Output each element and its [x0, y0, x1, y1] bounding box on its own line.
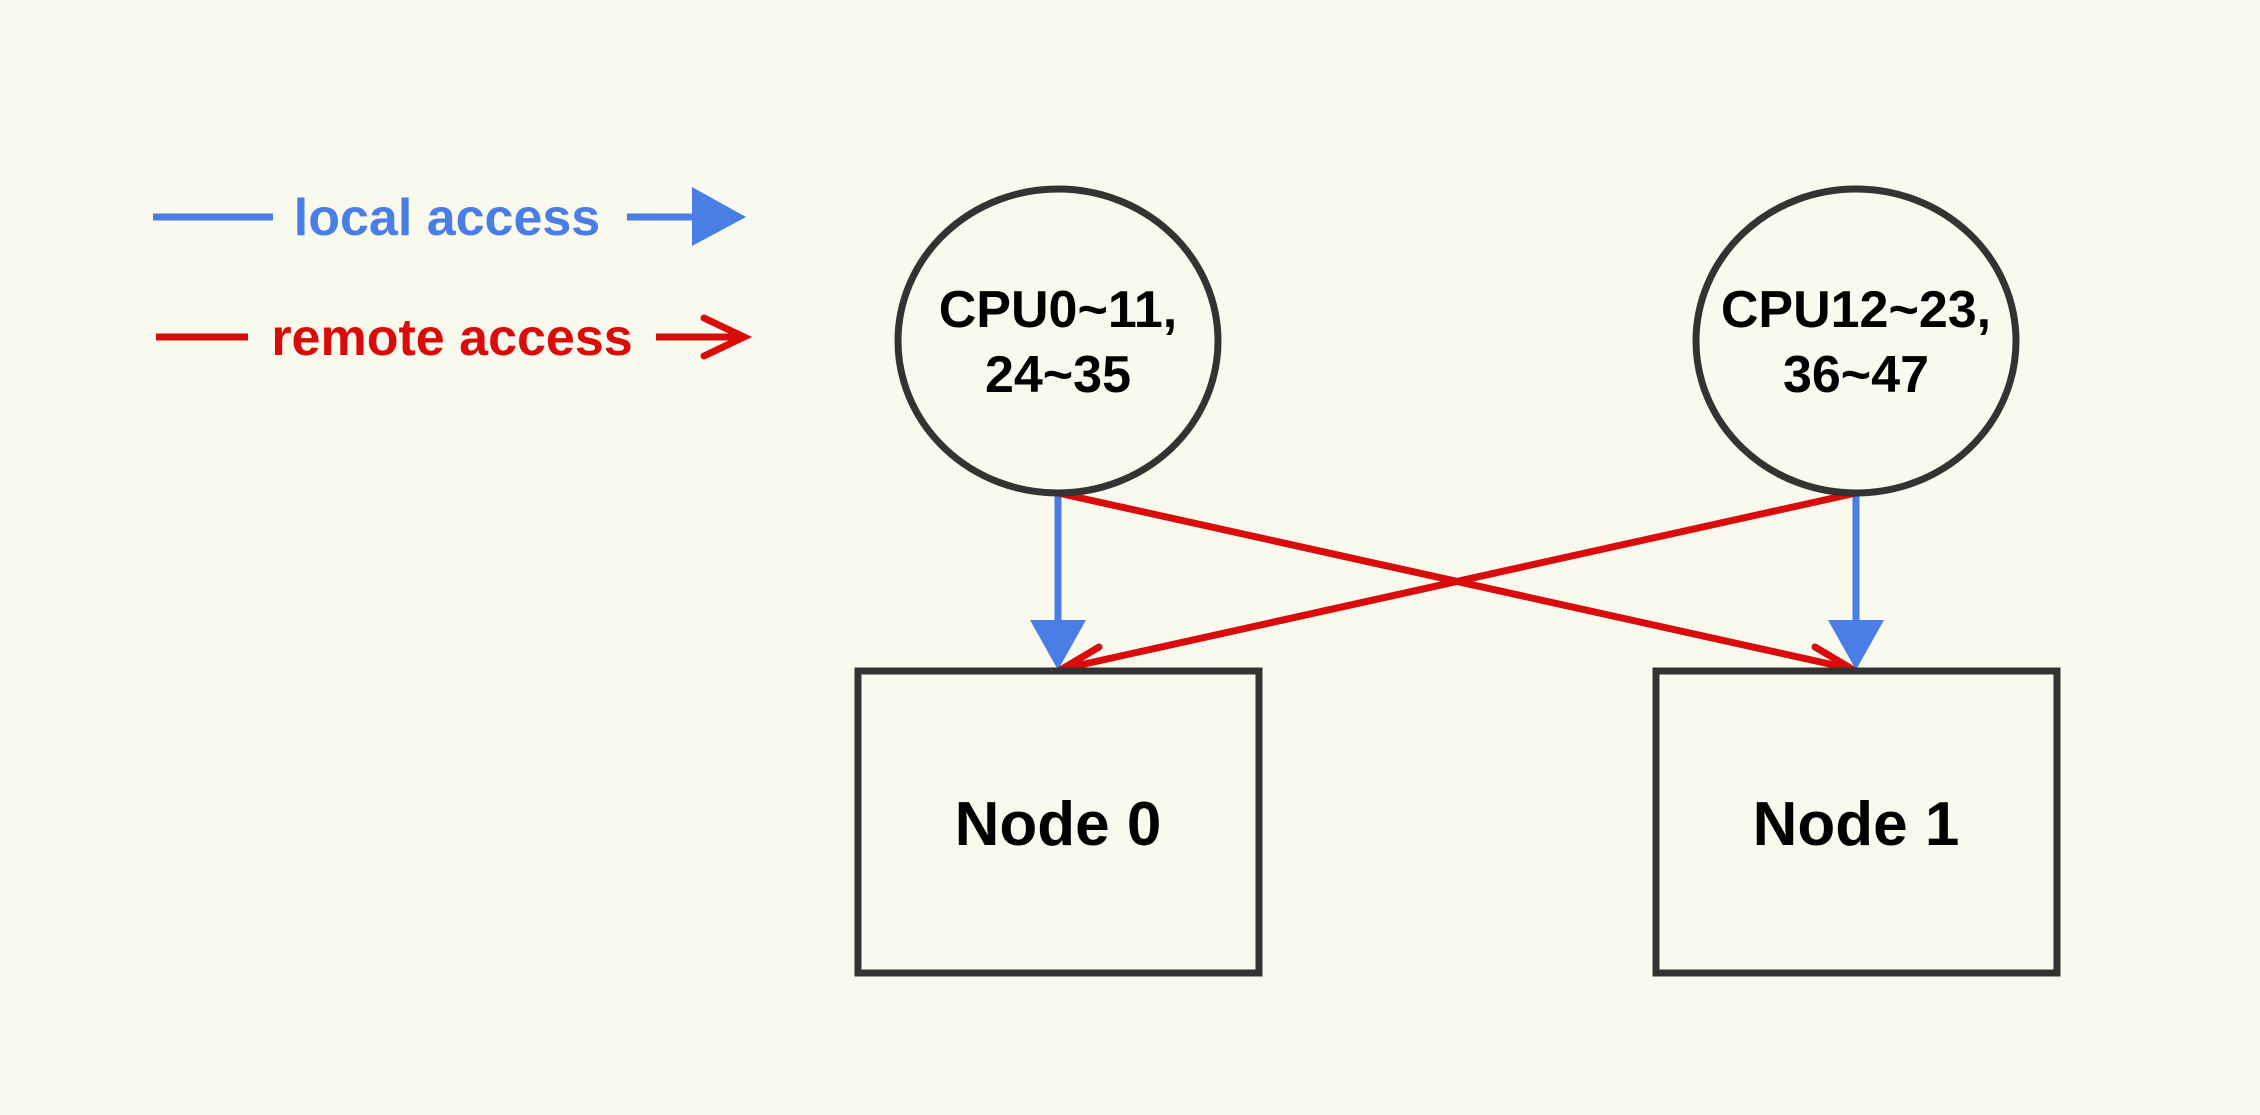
legend-local: local access [153, 187, 746, 247]
cpu-circle [1692, 185, 2020, 497]
node-group-1: Node 1 [1652, 667, 2061, 977]
legend-remote: remote access [156, 309, 753, 367]
cpu-circle [894, 185, 1222, 497]
legend-remote-label: remote access [271, 309, 632, 367]
cpu-group-1: CPU12~23, 36~47 [1692, 185, 2020, 497]
node-box [1652, 667, 2061, 977]
local-edge-cpu1-node1 [1828, 493, 1884, 670]
local-edge-arrowhead [1030, 620, 1086, 670]
cpu-group-0: CPU0~11, 24~35 [894, 185, 1222, 497]
node-label: Node 1 [1753, 790, 1960, 859]
legend-remote-arrowhead [700, 314, 753, 360]
cpu-label-line1: CPU0~11, [939, 281, 1178, 339]
node-box [854, 667, 1263, 977]
local-edge-arrowhead [1828, 620, 1884, 670]
legend-local-arrowhead [692, 187, 746, 246]
node-label: Node 0 [955, 790, 1162, 859]
cpu-label-line2: 24~35 [985, 346, 1131, 404]
node-group-0: Node 0 [854, 667, 1263, 977]
cpu-label-line2: 36~47 [1783, 346, 1929, 404]
cpu-label-line1: CPU12~23, [1721, 281, 1991, 339]
local-edge-cpu0-node0 [1030, 493, 1086, 670]
legend-local-label: local access [294, 189, 600, 247]
